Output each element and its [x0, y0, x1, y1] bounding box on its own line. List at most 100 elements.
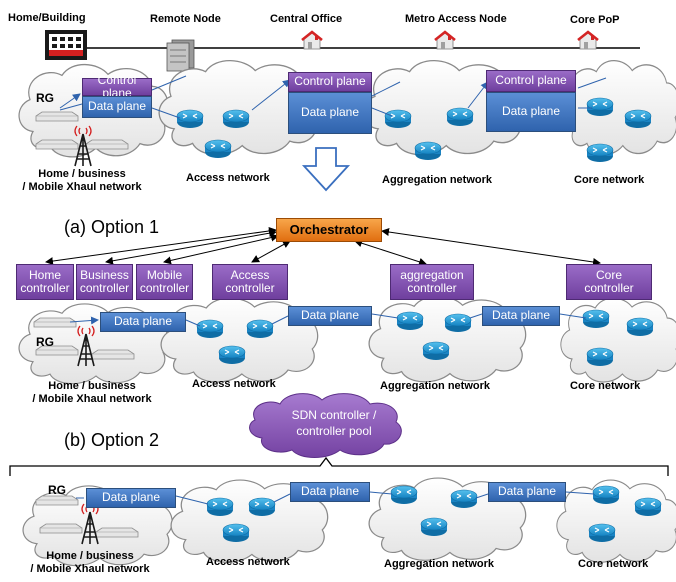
access-controller-box: Access controller: [212, 264, 288, 300]
core-pop-icon: [576, 30, 600, 51]
router-icon: [592, 485, 620, 505]
location-label-metro-access-node: Metro Access Node: [405, 13, 507, 25]
router-icon: [626, 317, 654, 337]
opt2-home-data-plane: Data plane: [86, 488, 176, 508]
opt2-home-network-label: Home / business / Mobile Xhaul network: [20, 550, 160, 575]
top-core-network-label: Core network: [574, 174, 645, 186]
top-home-network-label: Home / business / Mobile Xhaul network: [22, 168, 142, 193]
router-icon: [196, 319, 224, 339]
opt1-access-data-plane: Data plane: [288, 306, 372, 326]
sdn-controller-line1: SDN controller /: [291, 408, 377, 422]
mobile-controller-line1: Mobile: [146, 267, 183, 282]
router-icon: [414, 141, 442, 161]
access-controller-line1: Access: [230, 267, 270, 282]
opt2-links: [76, 491, 595, 505]
rg-device-icon: [91, 349, 135, 360]
opt2-aggregation-network-label: Aggregation network: [384, 558, 495, 570]
option2-label: (b) Option 2: [64, 430, 160, 450]
mobile-controller-line2: controller: [139, 281, 190, 295]
aggregation-controller-line1: aggregation: [400, 267, 464, 282]
opt2-access-data-plane: Data plane: [290, 482, 370, 502]
sdn-controller-label: SDN controller / controller pool: [282, 408, 386, 439]
router-icon: [586, 97, 614, 117]
router-icon: [206, 497, 234, 517]
router-icon: [222, 523, 250, 543]
opt1-aggregation-network-label: Aggregation network: [380, 380, 491, 392]
top-metro-data-plane: Data plane: [486, 92, 576, 132]
building-icon: [45, 30, 87, 60]
top-links: [59, 75, 607, 119]
business-controller-line2: controller: [79, 281, 130, 295]
opt2-aggregation-data-plane: Data plane: [488, 482, 566, 502]
opt1-core-network-label: Core network: [570, 380, 641, 392]
router-icon: [420, 517, 448, 537]
rg-device-icon: [95, 527, 139, 538]
core-controller-box: Core controller: [566, 264, 652, 300]
router-icon: [396, 311, 424, 331]
opt1-home-data-plane: Data plane: [100, 312, 186, 332]
opt1-aggregation-data-plane: Data plane: [482, 306, 560, 326]
top-access-network-label: Access network: [186, 172, 270, 184]
metro-access-node-icon: [433, 30, 457, 51]
rg-device-icon: [39, 523, 83, 534]
router-icon: [586, 143, 614, 163]
opt1-access-network-label: Access network: [192, 378, 276, 390]
router-icon: [588, 523, 616, 543]
home-controller-line2: controller: [20, 281, 70, 295]
router-icon: [222, 109, 250, 129]
router-icon: [634, 497, 662, 517]
router-icon: [582, 309, 610, 329]
top-home-data-plane: Data plane: [82, 96, 152, 118]
opt1-links: [69, 313, 587, 327]
router-icon: [384, 109, 412, 129]
sdn-controller-line2: controller pool: [296, 423, 372, 438]
top-co-data-plane: Data plane: [288, 92, 372, 134]
router-icon: [450, 489, 478, 509]
location-label-core-pop: Core PoP: [570, 14, 620, 26]
router-icon: [246, 319, 274, 339]
opt1-home-network-label: Home / business / Mobile Xhaul network: [22, 380, 162, 405]
router-icon: [586, 347, 614, 367]
router-icon: [624, 109, 652, 129]
top-aggregation-network-label: Aggregation network: [382, 174, 493, 186]
access-controller-line2: controller: [225, 281, 275, 295]
aggregation-controller-line2: controller: [407, 281, 457, 295]
business-controller-box: Business controller: [76, 264, 133, 300]
opt2-home-network-line1: Home / business: [46, 550, 134, 562]
opt1-rg-label: RG: [36, 335, 54, 349]
router-icon: [390, 485, 418, 505]
opt2-core-network-label: Core network: [578, 558, 649, 570]
mobile-controller-box: Mobile controller: [136, 264, 193, 300]
aggregation-controller-box: aggregation controller: [390, 264, 474, 300]
router-icon: [422, 341, 450, 361]
router-icon: [446, 107, 474, 127]
rg-device-icon: [35, 139, 79, 150]
down-arrow-icon: [301, 147, 351, 192]
opt1-home-network-line1: Home / business: [48, 380, 136, 392]
sdn-controller-cloud: [249, 393, 402, 458]
opt1-home-network-line2: / Mobile Xhaul network: [32, 392, 152, 405]
router-icon: [248, 497, 276, 517]
top-metro-control-plane: Control plane: [486, 70, 576, 92]
router-icon: [444, 313, 472, 333]
location-label-remote-node: Remote Node: [150, 13, 221, 25]
rg-device-icon: [33, 317, 77, 328]
top-home-network-line1: Home / business: [38, 168, 126, 180]
opt2-access-network-label: Access network: [206, 556, 290, 568]
core-controller-line2: controller: [584, 281, 634, 295]
remote-node-icon: [166, 39, 195, 72]
opt2-rg-label: RG: [48, 483, 66, 497]
option2-brace: [9, 456, 669, 476]
opt2-home-network-line2: / Mobile Xhaul network: [30, 562, 150, 575]
business-controller-line1: Business: [80, 267, 129, 282]
top-home-control-plane: Control plane: [82, 73, 152, 100]
option1-label: (a) Option 1: [64, 217, 160, 237]
location-label-central-office: Central Office: [270, 13, 343, 25]
central-office-icon: [300, 30, 324, 51]
orchestrator-box: Orchestrator: [276, 218, 382, 242]
home-controller-line1: Home: [28, 267, 61, 282]
rg-device-icon: [35, 111, 79, 122]
rg-device-icon: [85, 139, 129, 150]
